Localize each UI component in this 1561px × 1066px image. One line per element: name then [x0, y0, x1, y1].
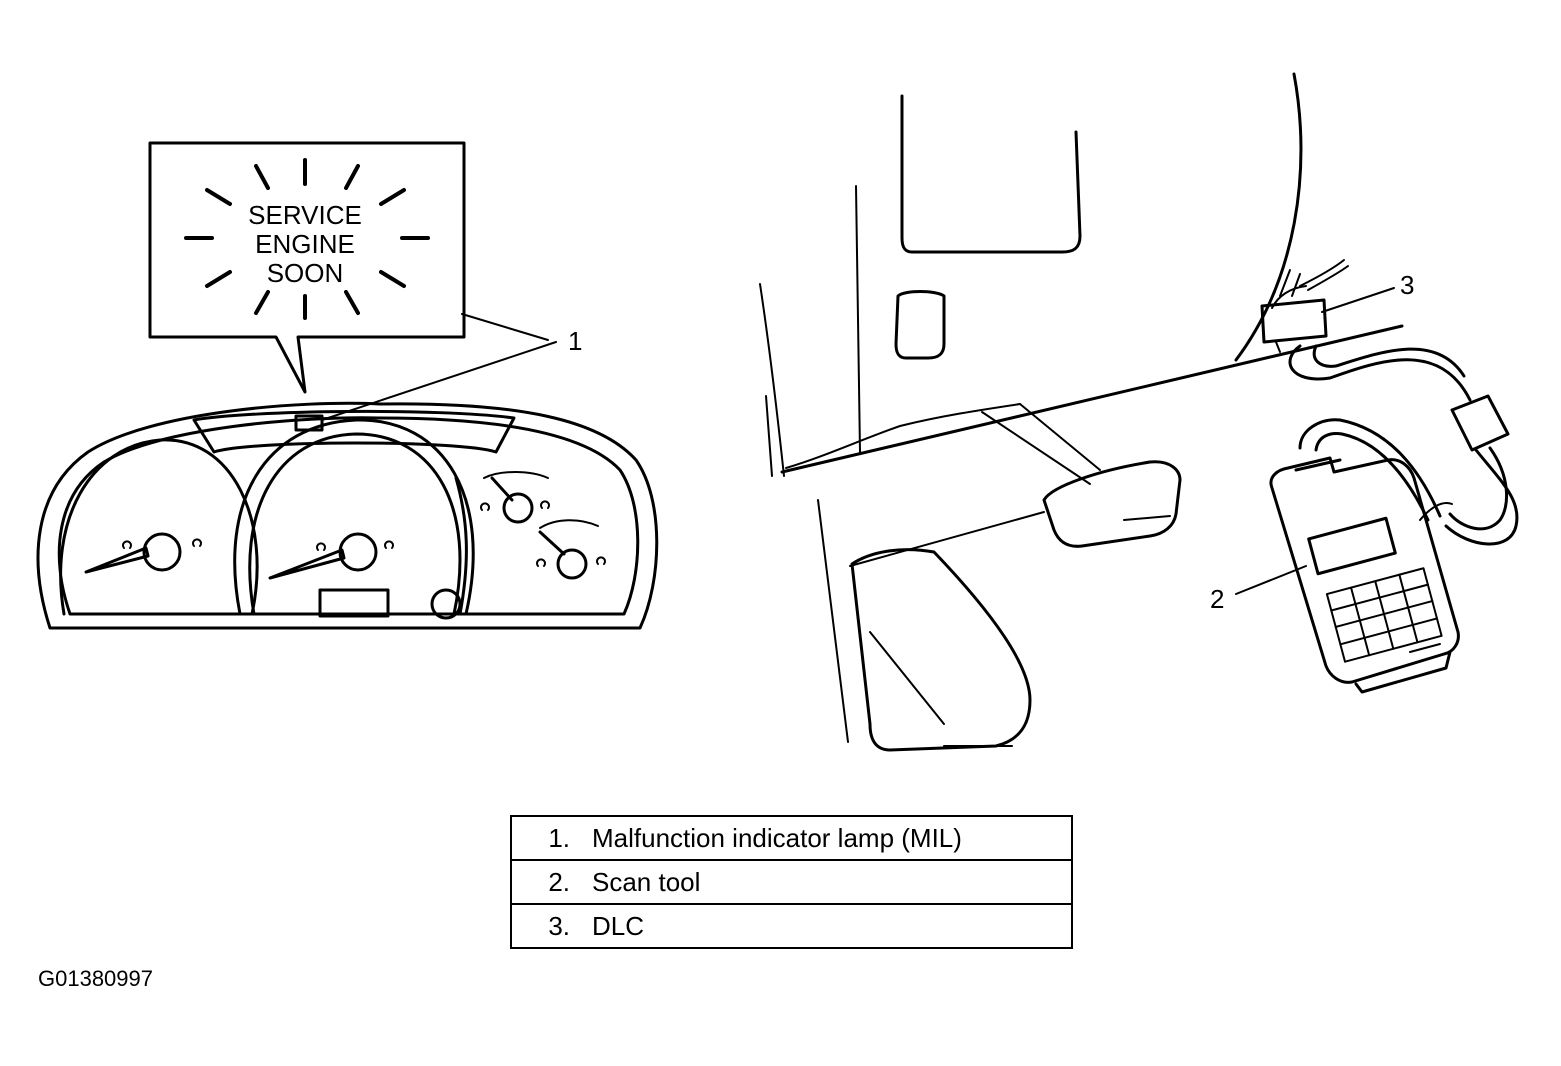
leader-2 — [1235, 565, 1307, 595]
legend-number: 3. — [548, 910, 570, 941]
legend-text: Scan tool — [592, 866, 701, 897]
right-gauges — [454, 471, 606, 616]
flash-rays — [184, 158, 430, 320]
callout-line-2: ENGINE — [255, 229, 355, 259]
left-gauge — [59, 438, 259, 616]
scan-tool-screen — [1307, 516, 1397, 576]
figure-id: G01380997 — [38, 966, 153, 991]
dlc-connector — [1260, 259, 1349, 353]
callout-number-3: 3 — [1400, 270, 1414, 300]
speedometer — [233, 418, 475, 620]
callout-number-2: 2 — [1210, 584, 1224, 614]
leader-3 — [1321, 287, 1395, 313]
mil-callout: SERVICE ENGINE SOON — [148, 141, 466, 394]
legend-row: 3. DLC — [510, 903, 1073, 949]
callout-line-3: SOON — [267, 258, 344, 288]
leader-1 — [321, 313, 557, 421]
legend-number: 2. — [548, 866, 570, 897]
legend-row: 1. Malfunction indicator lamp (MIL) — [510, 815, 1073, 861]
callout-line-1: SERVICE — [248, 200, 362, 230]
instrument-cluster — [36, 401, 659, 630]
legend-number: 1. — [548, 822, 570, 853]
scan-tool — [1269, 456, 1460, 694]
callout-number-1: 1 — [568, 326, 582, 356]
legend-row: 2. Scan tool — [510, 859, 1073, 905]
scan-tool-keypad — [1325, 567, 1443, 663]
legend-text: Malfunction indicator lamp (MIL) — [592, 822, 962, 853]
odometer-display — [318, 588, 390, 618]
trip-reset-knob — [430, 588, 462, 620]
legend-table: 1. Malfunction indicator lamp (MIL) 2. Sca… — [510, 815, 1073, 949]
under-dash-scene — [759, 72, 1519, 752]
legend-text: DLC — [592, 910, 645, 941]
